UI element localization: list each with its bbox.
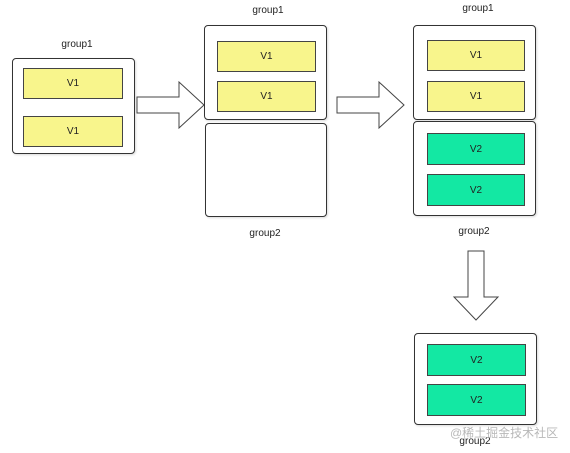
stage3-group1-label: group1 xyxy=(462,3,494,14)
stage4-group2: V2 V2 xyxy=(414,333,537,425)
stage3-v1-box-1: V1 xyxy=(427,40,525,71)
stage2-group1-label: group1 xyxy=(252,5,284,16)
stage2-group2-label: group2 xyxy=(249,228,281,239)
stage2-v1-box-2: V1 xyxy=(217,81,316,112)
stage1-group1-label: group1 xyxy=(61,39,93,50)
stage3-v2-box-1: V2 xyxy=(427,133,525,165)
stage2-v1-box-1: V1 xyxy=(217,41,316,72)
stage1-v1-box-2: V1 xyxy=(23,116,123,147)
stage4-group2-label: group2 xyxy=(459,436,491,447)
stage3-v2-box-2: V2 xyxy=(427,174,525,206)
stage3-group2: V2 V2 xyxy=(413,121,536,216)
stage1-group1: V1 V1 xyxy=(12,58,135,154)
down-arrow xyxy=(452,250,500,321)
stage2-group1: V1 V1 xyxy=(204,25,327,120)
stage2-group2-empty xyxy=(205,123,327,217)
stage4-v2-box-1: V2 xyxy=(427,344,526,376)
right-arrow-1 xyxy=(136,80,205,130)
stage1-v1-box-1: V1 xyxy=(23,68,123,99)
stage4-v2-box-2: V2 xyxy=(427,384,526,416)
right-arrow-2 xyxy=(336,80,405,130)
watermark: @稀土掘金技术社区 xyxy=(450,426,559,440)
stage3-group1: V1 V1 xyxy=(413,25,536,120)
stage3-group2-label: group2 xyxy=(458,226,490,237)
stage3-v1-box-2: V1 xyxy=(427,81,525,112)
